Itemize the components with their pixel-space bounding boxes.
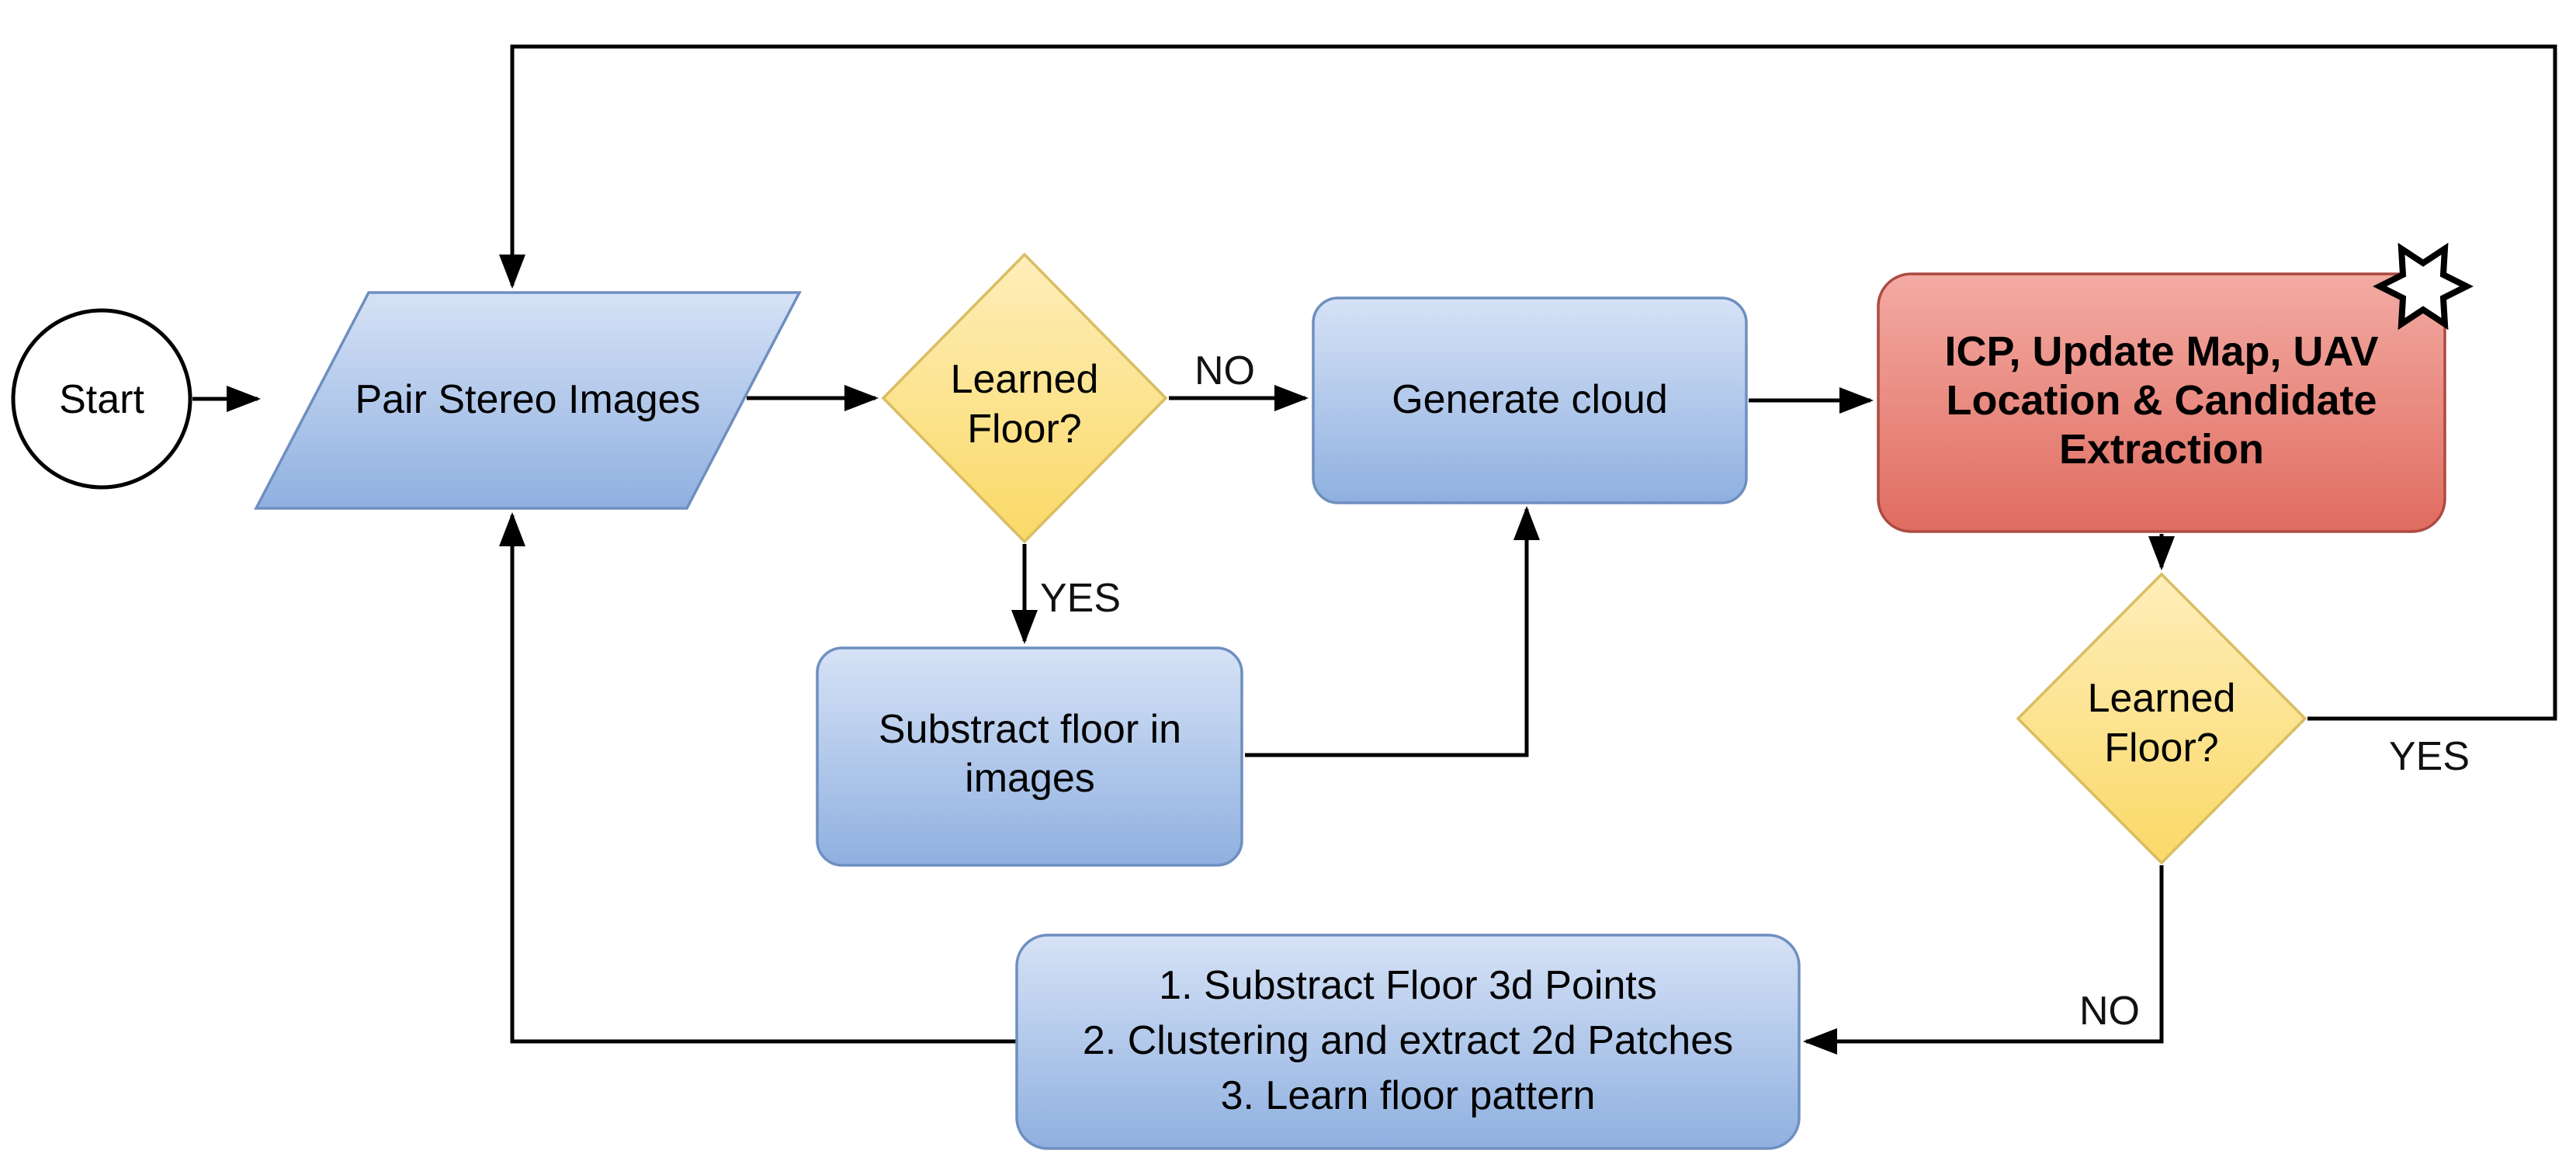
edge-label-no-bottom: NO <box>2079 989 2140 1034</box>
edge-label-yes-loop: YES <box>2389 734 2470 779</box>
floor-learning-line1: 1. Substract Floor 3d Points <box>1159 963 1657 1008</box>
learned-floor-bottom-diamond <box>2016 572 2307 865</box>
subtract-floor-box <box>816 646 1243 867</box>
floor-learning-line3: 3. Learn floor pattern <box>1221 1073 1596 1118</box>
edge-learned-floor-bottom-yes-loop-to-pair-stereo <box>499 44 2557 721</box>
subtract-floor-line2: images <box>965 756 1095 801</box>
start-circle <box>11 308 192 490</box>
node-floor-learning-steps: 1. Substract Floor 3d Points 2. Clusteri… <box>1015 934 1801 1150</box>
edge-subtract-floor-to-generate-cloud <box>1245 506 1540 757</box>
node-learned-floor-bottom: Learned Floor? <box>2016 572 2307 865</box>
star-icon <box>2373 242 2474 331</box>
generate-cloud-label: Generate cloud <box>1392 377 1668 422</box>
node-learned-floor-top: Learned Floor? <box>881 252 1168 544</box>
edge-label-yes-top: YES <box>1040 576 1121 621</box>
floor-learning-box <box>1015 934 1801 1150</box>
node-subtract-floor-in-images: Substract floor in images <box>816 646 1243 867</box>
edge-label-no-top: NO <box>1194 348 1255 393</box>
edges <box>192 44 2557 1055</box>
icp-line3: Extraction <box>2059 426 2264 473</box>
icp-box <box>1877 272 2446 533</box>
floor-learning-line2: 2. Clustering and extract 2d Patches <box>1083 1018 1733 1063</box>
node-pair-stereo-images: Pair Stereo Images <box>254 291 802 510</box>
node-generate-cloud: Generate cloud <box>1312 296 1748 504</box>
pair-stereo-parallelogram <box>254 291 802 510</box>
learned-floor-top-line2: Floor? <box>967 407 1081 452</box>
generate-cloud-box <box>1312 296 1748 504</box>
learned-floor-top-line1: Learned <box>951 357 1099 402</box>
learned-floor-top-diamond <box>881 252 1168 544</box>
learned-floor-bottom-line1: Learned <box>2088 676 2236 721</box>
icp-line2: Location & Candidate <box>1946 377 2377 424</box>
learned-floor-bottom-line2: Floor? <box>2104 726 2218 771</box>
edge-floor-learning-to-pair-stereo <box>499 512 1017 1044</box>
edge-learned-floor-bottom-no-to-floor-learning <box>1803 865 2164 1055</box>
start-label: Start <box>59 377 144 422</box>
subtract-floor-line1: Substract floor in <box>879 707 1181 752</box>
node-icp-update-map: ICP, Update Map, UAV Location & Candidat… <box>1877 242 2474 533</box>
icp-line1: ICP, Update Map, UAV <box>1944 328 2378 375</box>
pair-stereo-label: Pair Stereo Images <box>355 377 700 422</box>
node-start: Start <box>11 308 192 490</box>
